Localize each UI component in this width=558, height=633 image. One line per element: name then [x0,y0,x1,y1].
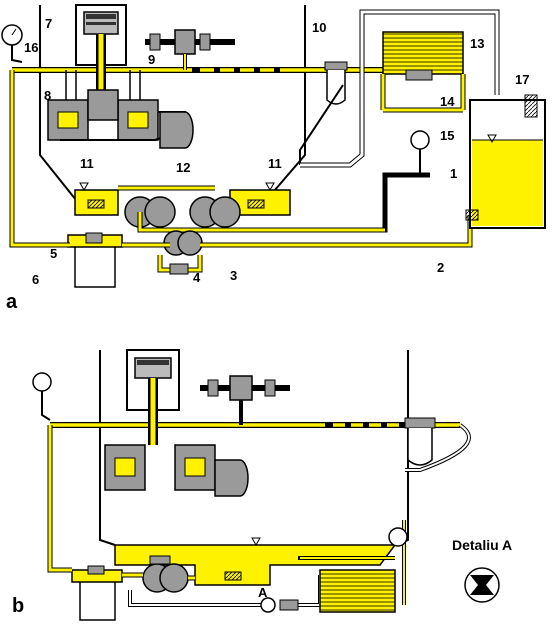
oil-cooler-b [279,569,396,613]
label-3: 3 [230,268,237,283]
label-4: 4 [193,270,201,285]
oil-sump-b [114,537,397,586]
engine-block-a [47,4,194,149]
label-17: 17 [515,72,529,87]
panel-a-label: a [6,291,18,313]
pressure-gauge-b2 [388,527,408,547]
label-11a: 11 [80,156,94,171]
camshaft-a [145,29,235,70]
panel-b [32,349,500,621]
pump-filter-b [71,555,189,621]
label-5: 5 [50,246,57,261]
labels: a b Detaliu A A 1 2 3 4 5 6 7 8 9 10 11 … [6,16,529,617]
label-11b: 11 [268,156,282,171]
panel-a [1,4,546,288]
oil-pumps-12 [124,172,430,233]
label-14: 14 [440,94,455,109]
label-8: 8 [44,88,51,103]
pressure-gauge-b1 [32,372,52,392]
oil-sump-a [74,182,291,216]
label-10: 10 [312,20,326,35]
label-16: 16 [24,40,38,55]
detail-a-symbol [464,567,500,603]
valve-a-marker [260,597,276,613]
label-7: 7 [45,16,52,31]
oil-cooler-radiator [380,31,466,113]
label-6: 6 [32,272,39,287]
filter-cap-b [404,417,436,429]
panel-b-label: b [12,595,24,617]
detail-marker: A [258,585,268,600]
fine-oil-filter [299,61,348,165]
label-2: 2 [437,260,444,275]
engine-block-b [104,349,249,497]
label-13: 13 [470,36,484,51]
label-1: 1 [450,166,457,181]
label-9: 9 [148,52,155,67]
pressure-gauges-a [1,24,430,175]
oil-tank [465,94,546,229]
fine-filter-b [407,428,433,466]
label-15: 15 [440,128,454,143]
pump-and-filter-lower [67,230,203,288]
detail-title: Detaliu A [452,537,512,553]
label-12: 12 [176,160,190,175]
camshaft-b [200,375,290,425]
